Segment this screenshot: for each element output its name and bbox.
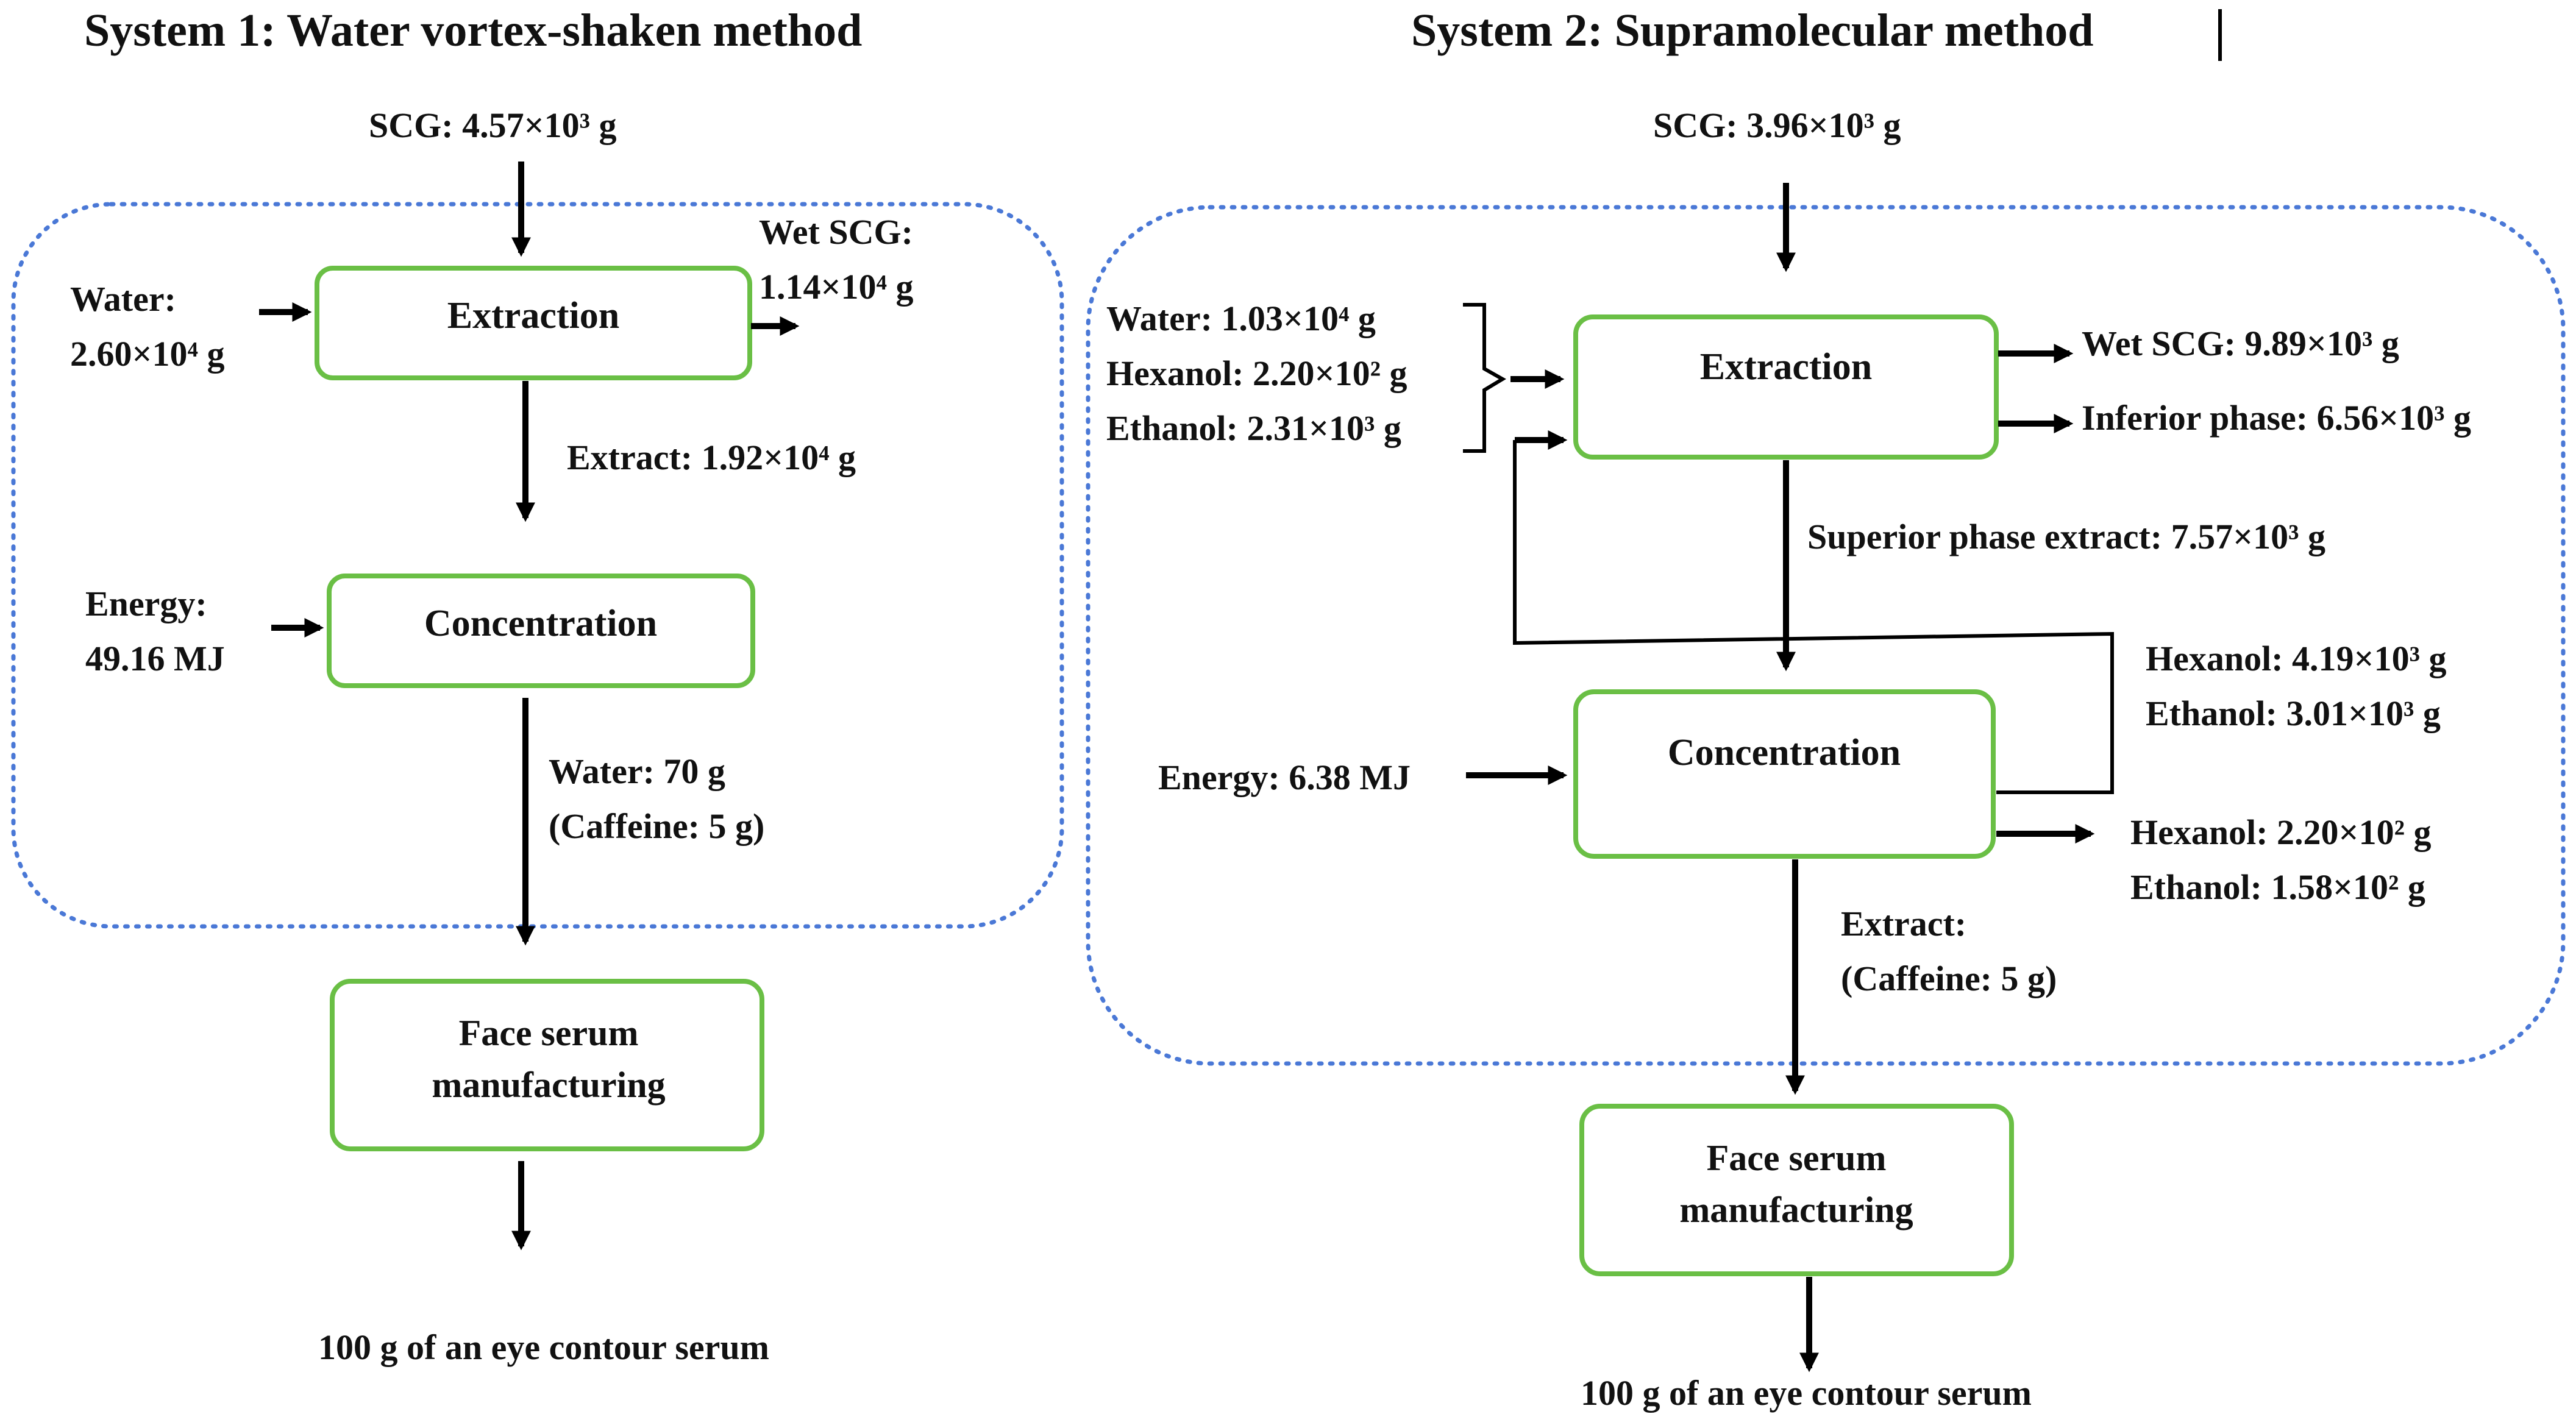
system2-face-serum-box: [1579, 1104, 2014, 1276]
system2-scg-input: SCG: 3.96×10³ g: [1653, 105, 1901, 145]
system2-extraction-box: [1573, 314, 1999, 460]
system2-energy-input: Energy: 6.38 MJ: [1158, 758, 1411, 797]
system1-water-amount: 2.60×10⁴ g: [70, 334, 224, 374]
system2-superior-phase-flow: Superior phase extract: 7.57×10³ g: [1807, 517, 2325, 556]
system1-boundary: [11, 202, 1064, 929]
system2-face-serum-line1: Face serum: [1707, 1138, 1887, 1178]
system1-concentrate-caffeine: (Caffeine: 5 g): [549, 806, 764, 846]
system2-concentration-label: Concentration: [1668, 732, 1901, 773]
system2-recycled-hexanol: Hexanol: 4.19×10³ g: [2146, 639, 2446, 678]
system1-concentration-box: [327, 574, 755, 688]
system2-face-serum-line2: manufacturing: [1679, 1190, 1913, 1230]
system2-recycle-line: [1513, 440, 2114, 794]
system2-diagram: System 2: Supramolecular method SCG: 3.9…: [1086, 5, 2566, 1413]
system2-extract-label: Extract:: [1841, 904, 1966, 943]
system1-extraction-box: [315, 266, 752, 380]
system1-energy-label: Energy:: [85, 584, 207, 623]
system2-loss-hexanol: Hexanol: 2.20×10² g: [2130, 812, 2431, 852]
system2-water-input: Water: 1.03×10⁴ g: [1106, 299, 1376, 338]
system1-wet-scg-label: Wet SCG:: [759, 212, 913, 252]
system2-title: System 2: Supramolecular method: [1411, 5, 2094, 56]
system2-ethanol-input: Ethanol: 2.31×10³ g: [1106, 408, 1401, 448]
system1-wet-scg-amount: 1.14×10⁴ g: [759, 267, 913, 307]
system2-recycled-ethanol: Ethanol: 3.01×10³ g: [2146, 694, 2441, 733]
system2-extraction-label: Extraction: [1700, 346, 1872, 388]
system1-title: System 1: Water vortex-shaken method: [84, 5, 862, 56]
system2-hexanol-input: Hexanol: 2.20×10² g: [1106, 353, 1407, 393]
system2-boundary: [1086, 205, 2566, 1066]
system1-face-serum-line2: manufacturing: [432, 1065, 665, 1105]
system2-loss-ethanol: Ethanol: 1.58×10² g: [2130, 867, 2425, 907]
system2-solvent-brace: [1463, 303, 1506, 453]
system1-extract-flow: Extract: 1.92×10⁴ g: [567, 438, 856, 477]
system2-wet-scg-output: Wet SCG: 9.89×10³ g: [2082, 324, 2399, 363]
system2-inferior-phase-output: Inferior phase: 6.56×10³ g: [2082, 398, 2471, 438]
system2-final-product: 100 g of an eye contour serum: [1581, 1373, 2032, 1413]
system1-final-product: 100 g of an eye contour serum: [318, 1327, 769, 1367]
system1-face-serum-box: [330, 979, 764, 1151]
system2-extract-caffeine: (Caffeine: 5 g): [1841, 959, 2057, 998]
system1-scg-input: SCG: 4.57×10³ g: [369, 105, 617, 145]
system1-water-label: Water:: [70, 279, 176, 319]
system2-concentration-box: [1573, 689, 1996, 859]
system1-face-serum-line1: Face serum: [459, 1013, 639, 1053]
system1-concentration-label: Concentration: [424, 603, 657, 644]
system1-concentrate-water: Water: 70 g: [549, 751, 725, 791]
system1-extraction-label: Extraction: [447, 295, 619, 336]
system1-energy-amount: 49.16 MJ: [85, 639, 225, 678]
system1-diagram: System 1: Water vortex-shaken method SCG…: [11, 5, 1064, 1367]
